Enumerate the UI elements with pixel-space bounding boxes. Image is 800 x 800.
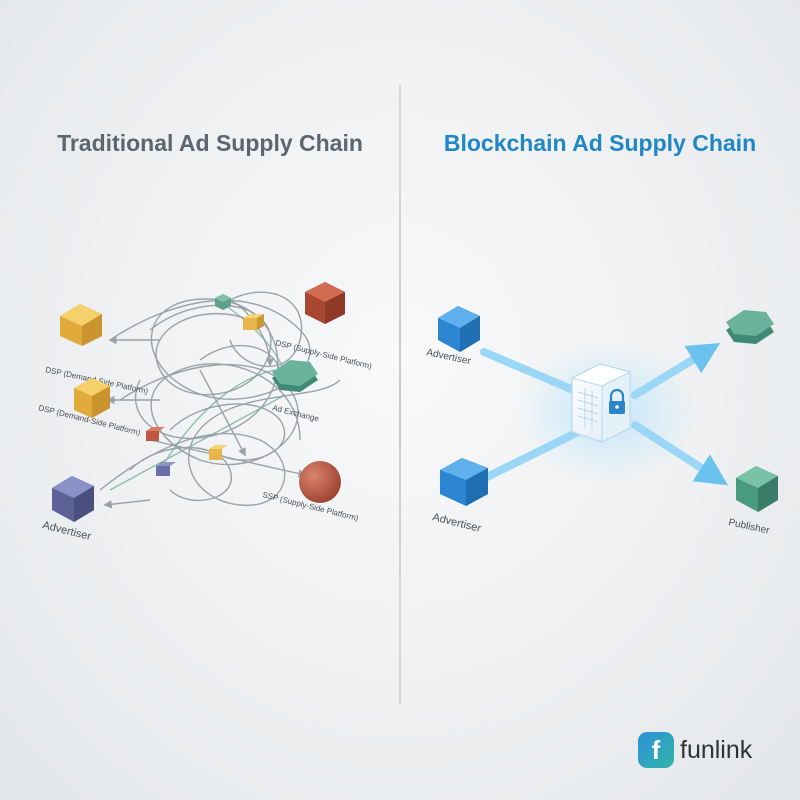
publisher-node — [736, 466, 778, 512]
blockchain-arrows — [480, 342, 729, 486]
advertiser-bottom-label: Advertiser — [431, 511, 482, 535]
publisher-label: Publisher — [727, 517, 771, 537]
dsp-mid-node — [74, 378, 110, 418]
blockchain-chain-title: Blockchain Ad Supply Chain — [443, 130, 757, 156]
center-divider — [399, 85, 401, 705]
small-node-green — [215, 294, 231, 310]
green-hex-node — [726, 310, 774, 344]
small-node-yellow-2 — [209, 445, 228, 460]
brand-footer: f funlink — [638, 732, 752, 768]
advertiser-bottom-node — [440, 458, 488, 506]
traditional-chain-title: Traditional Ad Supply Chain — [57, 130, 363, 156]
advertiser-top-node — [438, 306, 480, 352]
advertiser-left-node — [52, 476, 94, 522]
small-node-yellow — [243, 314, 264, 330]
funlink-logo-icon: f — [638, 732, 674, 768]
small-node-red — [146, 427, 165, 441]
small-node-indigo — [156, 462, 176, 476]
brand-name: funlink — [680, 735, 753, 764]
ad-exchange-label: Ad Exchange — [272, 403, 321, 423]
lock-icon — [609, 388, 625, 414]
ssp-node — [299, 461, 341, 503]
green-connections — [109, 304, 286, 491]
logo-letter: f — [651, 735, 661, 765]
advertiser-left-label: Advertiser — [41, 519, 92, 543]
dsp-right-node — [305, 282, 345, 324]
dsp-top-node — [60, 304, 102, 346]
ad-exchange-node — [272, 360, 318, 392]
advertiser-top-label: Advertiser — [425, 347, 472, 367]
